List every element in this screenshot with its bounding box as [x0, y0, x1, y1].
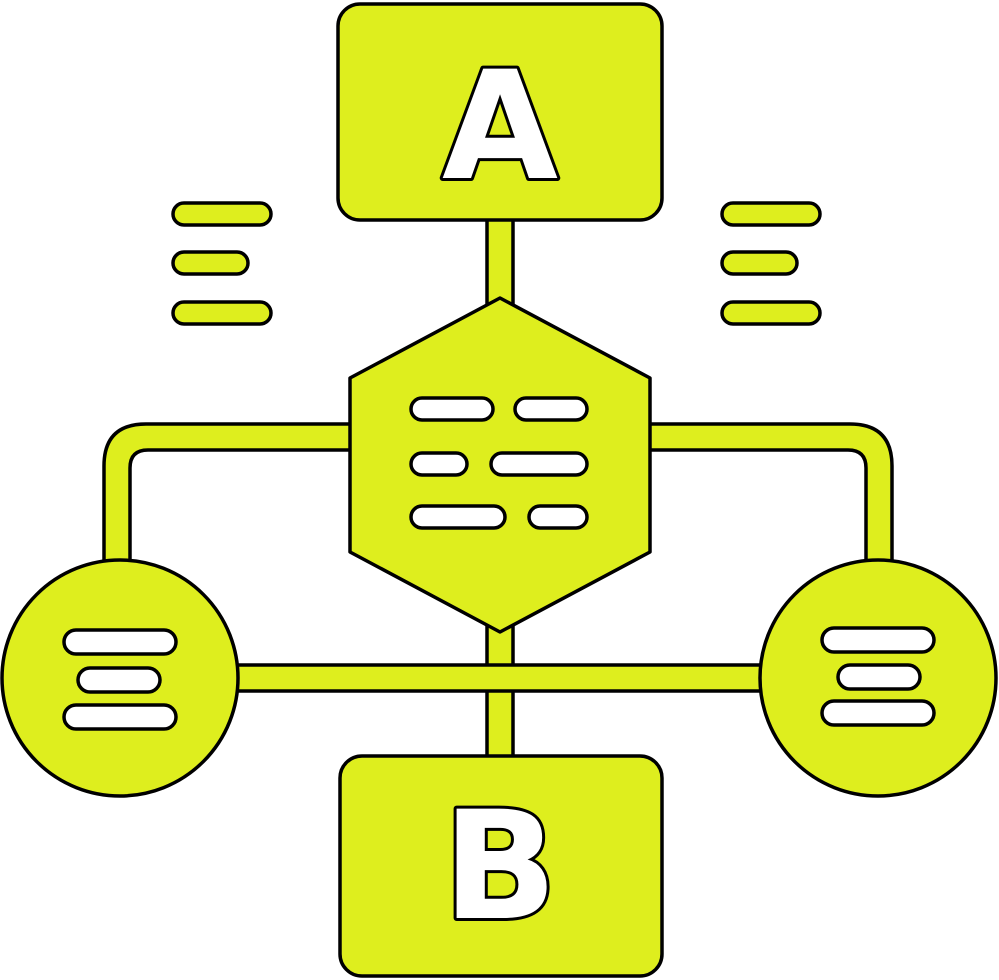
text-line	[513, 396, 589, 422]
text-line	[171, 201, 273, 227]
text-line	[720, 300, 822, 326]
text-line	[820, 699, 936, 727]
text-line	[489, 451, 589, 477]
text-line	[409, 504, 507, 530]
left-text-lines	[171, 201, 273, 326]
left-circle-node	[0, 558, 240, 798]
connector-hub-to-left	[102, 422, 360, 572]
text-line	[76, 666, 162, 694]
node-b: B	[338, 754, 664, 978]
text-line	[720, 201, 822, 227]
right-circle-node	[758, 558, 998, 798]
node-b-box	[338, 754, 664, 978]
text-line	[836, 663, 922, 691]
node-a-box	[336, 2, 664, 222]
connector-left-to-right	[223, 663, 777, 693]
text-line	[527, 504, 589, 530]
hub-hexagon	[348, 296, 652, 634]
hub-text-lines	[409, 396, 589, 530]
text-line	[62, 628, 178, 656]
connector-a-to-hub	[485, 213, 515, 309]
node-b-label: B	[443, 780, 557, 954]
text-line	[171, 250, 250, 276]
right-text-lines	[720, 201, 822, 326]
text-line	[720, 250, 799, 276]
node-a: A	[336, 2, 664, 222]
connector-hub-to-right	[638, 422, 894, 572]
text-line	[62, 703, 178, 731]
text-line	[820, 626, 936, 654]
node-a-label: A	[442, 40, 558, 214]
connectors	[102, 213, 894, 762]
text-line	[409, 451, 469, 477]
text-line	[171, 300, 273, 326]
text-line	[409, 396, 495, 422]
